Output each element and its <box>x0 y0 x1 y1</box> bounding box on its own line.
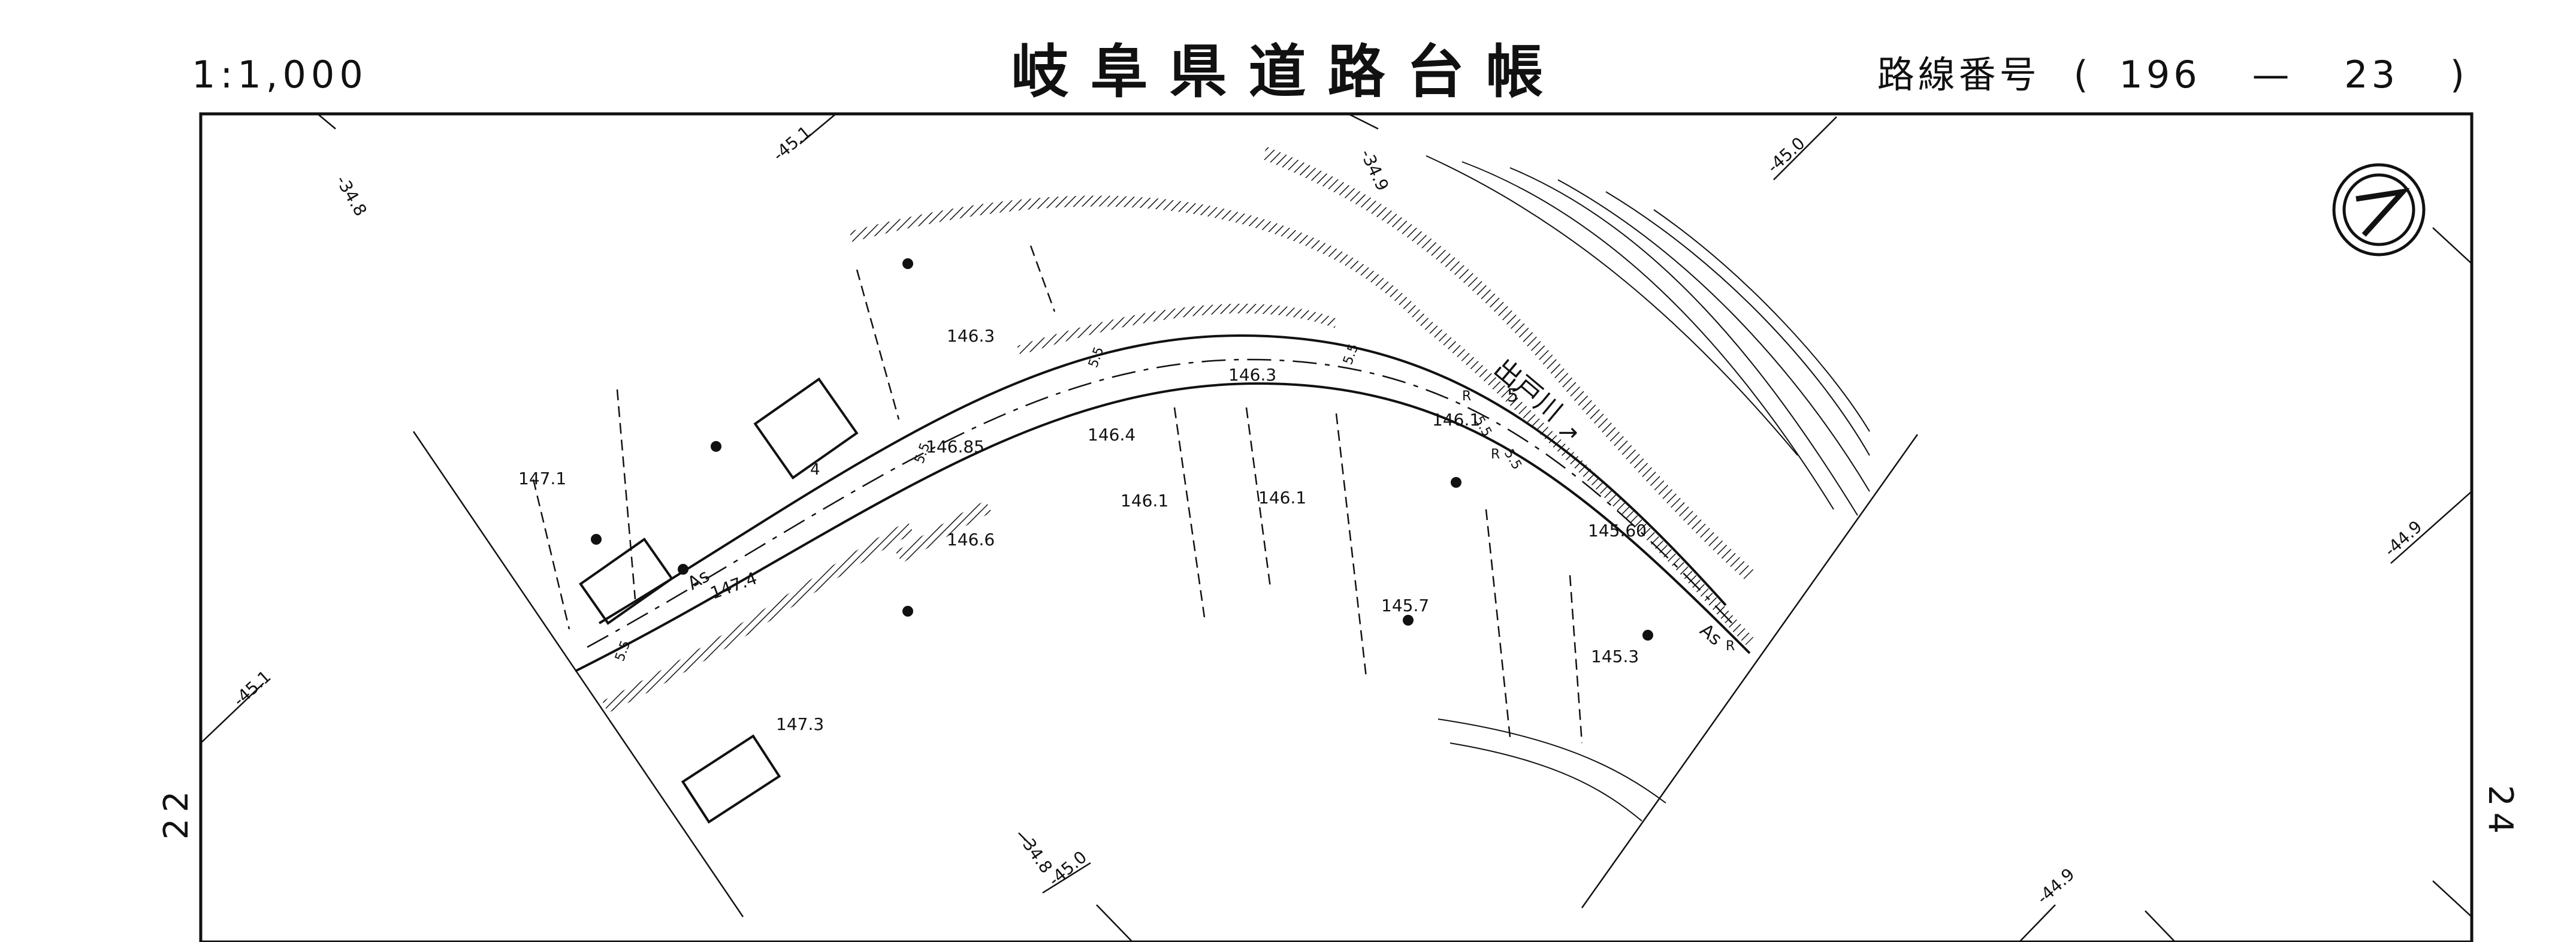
map-title: 岐阜県道路台帳 <box>1011 38 1565 105</box>
width-label: 5.5 <box>1086 345 1107 370</box>
width-label: 5.5 <box>1501 447 1524 473</box>
elevation-label: 146.3 <box>1228 365 1276 385</box>
elevation-label: 146.6 <box>947 530 995 550</box>
grid-label: -45.0 <box>1044 847 1091 890</box>
river-number-label: 5 <box>1507 385 1518 406</box>
map-text: -34.8 -45.1 -34.9 -45.0 -44.9 -45.1 -34.… <box>229 122 2426 908</box>
elevation-label: 146.1 <box>1121 491 1168 511</box>
building-number-label: 4 <box>810 461 820 479</box>
elevation-label: 147.3 <box>776 714 824 734</box>
river-contours <box>1426 155 1870 822</box>
route-dash: — <box>2252 53 2293 96</box>
elevation-label: 145.7 <box>1381 596 1429 615</box>
elevation-label: 145.3 <box>1591 647 1639 666</box>
mark-r: R <box>1491 447 1500 462</box>
route-sheet: 23 <box>2344 53 2399 96</box>
map-scale: 1:1,000 <box>192 53 368 96</box>
grid-label: -34.8 <box>332 172 371 219</box>
coverage-edge-left <box>412 431 744 917</box>
parcels <box>532 245 1583 744</box>
retaining-walls <box>849 146 1754 645</box>
river-flow-arrow-icon: → <box>1558 419 1578 446</box>
mark-r: R <box>1462 389 1471 404</box>
adjacent-sheet-right: 24 <box>2481 785 2520 840</box>
map-frame <box>199 112 2474 942</box>
grid-label: -34.9 <box>1357 146 1393 194</box>
grid-label: -45.1 <box>769 122 815 165</box>
grid-label: -45.0 <box>1763 133 1809 177</box>
elevation-label: 146.1 <box>1432 410 1480 430</box>
elevation-label: 146.1 <box>1258 488 1306 508</box>
route-open-paren: ( <box>2073 53 2092 96</box>
route-close-paren: ) <box>2450 53 2468 96</box>
elevation-label: 145.60 <box>1588 521 1647 541</box>
route-label: 路線番号 <box>1877 53 2040 96</box>
coverage-edge-right <box>1581 434 1919 908</box>
route-number-box: 路線番号 ( 196 — 23 ) <box>1877 42 2468 108</box>
grid-label: -44.9 <box>2033 864 2079 908</box>
elevation-label: 147.1 <box>518 469 566 488</box>
route-number: 196 <box>2119 53 2201 96</box>
north-arrow-icon <box>2332 163 2426 256</box>
elevation-label: 146.4 <box>1088 425 1136 445</box>
grid-ticks <box>200 113 2472 942</box>
grid-label: -45.1 <box>229 666 275 710</box>
elevation-label: 146.3 <box>947 326 995 346</box>
mark-r: R <box>1726 639 1735 654</box>
elevation-label: 146.85 <box>926 437 985 457</box>
poles <box>591 258 1653 641</box>
buildings <box>579 377 859 824</box>
